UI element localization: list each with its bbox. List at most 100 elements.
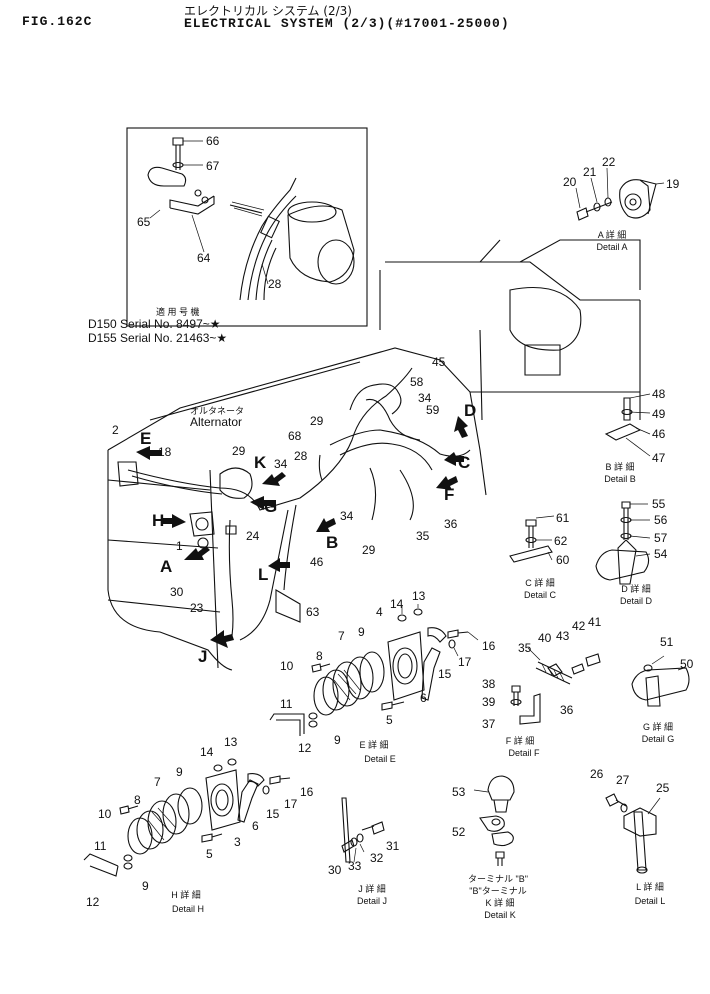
part-label-31: 31 xyxy=(386,839,400,853)
serial-row-d150: D150 Serial No. 8497~★ xyxy=(88,317,221,331)
detail-g-jp: G 詳 細 xyxy=(643,721,673,732)
part-label-62: 62 xyxy=(554,534,568,548)
serial-row-d155: D155 Serial No. 21463~★ xyxy=(88,331,227,345)
alternator-label-jp: オルタネータ xyxy=(190,406,244,416)
title-japanese: エレクトリカル システム (2/3) xyxy=(184,4,352,18)
part-label-63: 63 xyxy=(306,605,320,619)
detail-h-en: Detail H xyxy=(172,904,204,914)
detail-c-en: Detail C xyxy=(524,590,557,600)
part-label-5: 5 xyxy=(386,713,393,727)
detail-h-jp: H 詳 細 xyxy=(171,889,201,900)
part-label-50: 50 xyxy=(680,657,694,671)
part-label-68: 68 xyxy=(288,429,302,443)
part-label-10: 10 xyxy=(280,659,294,673)
view-letter-d: D xyxy=(464,401,476,420)
part-label-40: 40 xyxy=(538,631,552,645)
part-label-7: 7 xyxy=(154,775,161,789)
detail-d-jp: D 詳 細 xyxy=(621,583,651,594)
detail-b-en: Detail B xyxy=(604,474,636,484)
part-label-46: 46 xyxy=(652,427,666,441)
serial-header: 適 用 号 機 xyxy=(156,306,200,317)
part-label-43: 43 xyxy=(556,629,570,643)
part-label-16: 16 xyxy=(482,639,496,653)
part-label-13: 13 xyxy=(224,735,238,749)
part-label-2: 2 xyxy=(112,423,119,437)
detail-l-jp: L 詳 細 xyxy=(636,881,664,892)
part-label-54: 54 xyxy=(654,547,668,561)
part-label-14: 14 xyxy=(200,745,214,759)
part-label-48: 48 xyxy=(652,387,666,401)
part-label-15: 15 xyxy=(438,667,452,681)
part-label-22: 22 xyxy=(602,155,616,169)
part-label-7: 7 xyxy=(338,629,345,643)
detail-k-en: Detail K xyxy=(484,910,516,920)
part-label-57: 57 xyxy=(654,531,668,545)
part-label-26: 26 xyxy=(590,767,604,781)
part-label-28: 28 xyxy=(294,449,308,463)
detail-c-jp: C 詳 細 xyxy=(525,577,555,588)
part-label-37: 37 xyxy=(482,717,496,731)
part-label-11: 11 xyxy=(94,839,107,853)
detail-j xyxy=(341,797,385,863)
part-label-34: 34 xyxy=(418,391,432,405)
detail-c xyxy=(509,515,555,563)
part-label-61: 61 xyxy=(556,511,570,525)
detail-l-en: Detail L xyxy=(635,896,666,906)
part-label-51: 51 xyxy=(660,635,674,649)
part-label-15: 15 xyxy=(266,807,280,821)
part-label-65: 65 xyxy=(137,215,151,229)
part-label-55: 55 xyxy=(652,497,666,511)
detail-g-en: Detail G xyxy=(642,734,675,744)
part-label-56: 56 xyxy=(654,513,668,527)
part-label-30: 30 xyxy=(170,585,184,599)
part-label-12: 12 xyxy=(86,895,100,909)
part-label-17: 17 xyxy=(458,655,472,669)
view-letter-h: H xyxy=(152,511,164,530)
detail-e-en: Detail E xyxy=(364,754,396,764)
part-label-16: 16 xyxy=(300,785,314,799)
detail-g xyxy=(631,655,690,707)
part-label-58: 58 xyxy=(410,375,424,389)
detail-j-en: Detail J xyxy=(357,896,387,906)
part-label-53: 53 xyxy=(452,785,466,799)
detail-k-jp: K 詳 細 xyxy=(485,897,514,908)
detail-f-jp: F 詳 細 xyxy=(506,735,535,746)
part-label-19: 19 xyxy=(666,177,680,191)
part-label-35: 35 xyxy=(416,529,430,543)
part-label-18: 18 xyxy=(158,445,172,459)
part-label-17: 17 xyxy=(284,797,298,811)
view-letter-b: B xyxy=(326,533,338,552)
detail-a-jp: A 詳 細 xyxy=(598,229,627,240)
figure-number: FIG.162C xyxy=(22,14,93,29)
part-label-9: 9 xyxy=(358,625,365,639)
part-label-45: 45 xyxy=(432,355,446,369)
part-label-32: 32 xyxy=(370,851,384,865)
detail-d xyxy=(595,501,651,585)
detail-e-jp: E 詳 細 xyxy=(359,739,388,750)
part-label-46: 46 xyxy=(310,555,324,569)
view-letter-f: F xyxy=(444,485,454,504)
part-label-4: 4 xyxy=(376,605,383,619)
view-letter-a: A xyxy=(160,557,172,576)
part-label-36: 36 xyxy=(444,517,458,531)
part-label-38: 38 xyxy=(482,677,496,691)
part-label-5: 5 xyxy=(206,847,213,861)
part-label-52: 52 xyxy=(452,825,466,839)
part-label-10: 10 xyxy=(98,807,112,821)
part-label-8: 8 xyxy=(316,649,323,663)
part-label-13: 13 xyxy=(412,589,426,603)
part-label-9: 9 xyxy=(176,765,183,779)
part-label-8: 8 xyxy=(134,793,141,807)
part-label-39: 39 xyxy=(482,695,496,709)
part-label-35: 35 xyxy=(518,641,532,655)
part-label-21: 21 xyxy=(583,165,597,179)
part-label-49: 49 xyxy=(652,407,666,421)
detail-j-jp: J 詳 細 xyxy=(358,883,386,894)
part-label-1: 1 xyxy=(176,539,183,553)
view-letter-g: G xyxy=(264,497,277,516)
part-label-28: 28 xyxy=(268,277,282,291)
title-english: ELECTRICAL SYSTEM (2/3)(#17001-25000) xyxy=(184,16,510,31)
view-arrows xyxy=(136,416,468,648)
